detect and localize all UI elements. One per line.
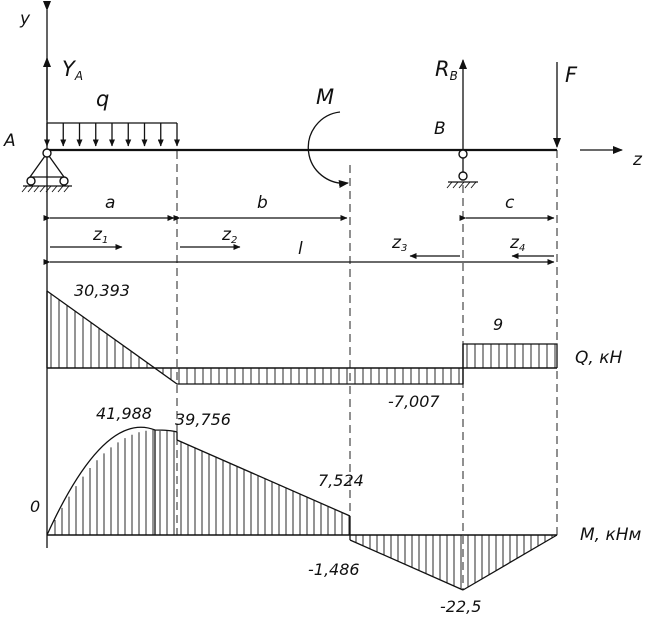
- ground-hatch: [27, 185, 34, 193]
- distributed-load-q: [44, 122, 180, 147]
- ground-hatch: [21, 185, 28, 193]
- moment-hatching: [54, 430, 553, 590]
- moment-arc: [307, 111, 349, 188]
- shear-outline: [46, 290, 558, 385]
- moment-support-b-label: -22,5: [440, 597, 481, 616]
- ground-hatch: [33, 185, 40, 193]
- ground-hatch: [51, 185, 58, 193]
- shear-max-label: 30,393: [74, 281, 130, 300]
- reaction-a-label: YA: [62, 57, 83, 83]
- ground-hatch: [57, 185, 64, 193]
- ground-hatch: [446, 181, 453, 189]
- projection-lines: [176, 125, 558, 590]
- support-b-label: B: [434, 119, 446, 139]
- ground-hatch: [63, 185, 70, 193]
- y-axis: y: [19, 1, 51, 548]
- moment-start-label: 0: [30, 497, 40, 516]
- ground-hatch: [464, 181, 471, 189]
- z-axis-label: z: [632, 150, 643, 170]
- dim-z4-label: z4: [509, 233, 525, 254]
- dim-z3-label: z3: [391, 233, 407, 254]
- moment-jump-label: 39,756: [175, 410, 231, 429]
- ground-hatch: [39, 185, 46, 193]
- moment-line-c1: [349, 539, 464, 591]
- moment-before-m-label: 7,524: [318, 471, 364, 490]
- ground-hatch: [458, 181, 465, 189]
- support-a-label: A: [3, 131, 16, 151]
- moment-curve-left: [46, 426, 178, 536]
- shear-hatching: [50, 293, 556, 384]
- moment-line-b: [176, 439, 351, 517]
- reaction-b-label: RB: [435, 57, 458, 83]
- load-q-label: q: [96, 87, 109, 111]
- dim-z1-label: z1: [92, 225, 108, 246]
- support-b-roller: [446, 149, 478, 189]
- dim-a-label: a: [105, 193, 115, 213]
- dimensions: a b c z1 z2 l z3 z4: [43, 193, 555, 265]
- force-f-label: F: [565, 63, 578, 87]
- ground-hatch: [470, 181, 477, 189]
- shear-axis-label: Q, кН: [575, 348, 622, 368]
- support-a-pinned: [21, 148, 72, 193]
- moment-diagram: 0 41,988 39,756 7,524 -1,486 -22,5 M, кН…: [30, 404, 642, 616]
- dim-l-label: l: [298, 239, 303, 259]
- moment-axis-label: M, кНм: [580, 525, 642, 545]
- beam: z YA q M RB F A: [3, 57, 643, 193]
- shear-diagram: 30,393 9 -7,007 Q, кН: [46, 281, 622, 411]
- shear-right-label: 9: [493, 315, 503, 334]
- ground-hatch: [452, 181, 459, 189]
- dim-b-label: b: [257, 193, 268, 213]
- y-axis-label: y: [19, 9, 31, 29]
- shear-min-label: -7,007: [388, 392, 440, 411]
- moment-peak-label: 41,988: [96, 404, 152, 423]
- moment-line-c2: [462, 534, 558, 591]
- moment-after-m-label: -1,486: [308, 560, 360, 579]
- ground-hatch: [45, 185, 52, 193]
- dim-z2-label: z2: [221, 225, 237, 246]
- dim-c-label: c: [505, 193, 515, 213]
- moment-label: M: [316, 85, 334, 109]
